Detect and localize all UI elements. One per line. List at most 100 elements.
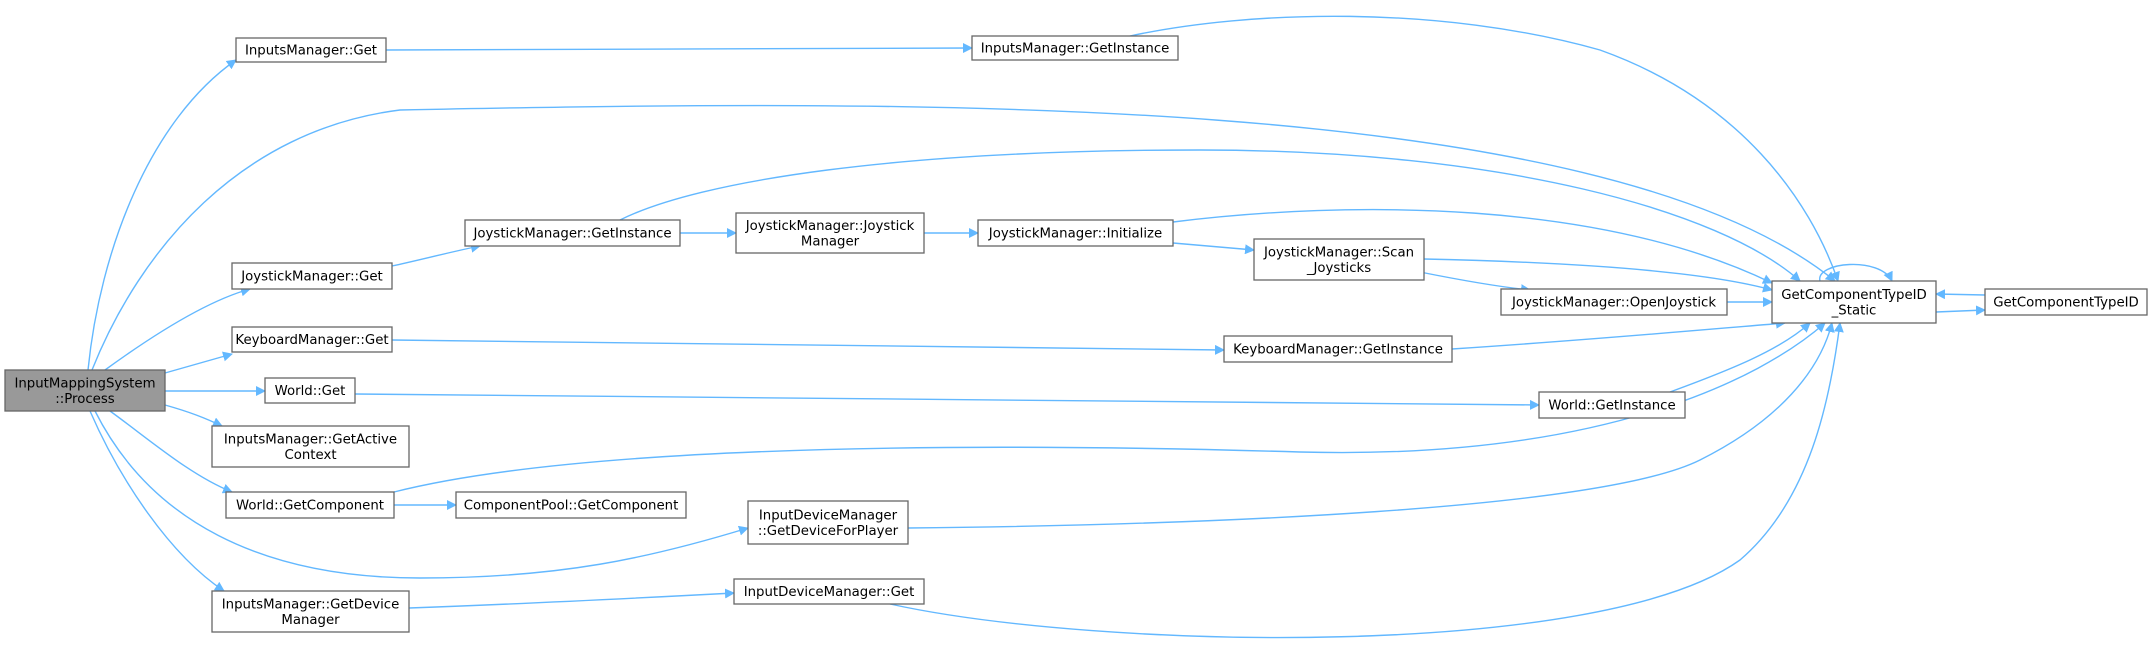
node-label: JoystickManager::Initialize (988, 227, 1162, 242)
node-label: ::Process (55, 392, 114, 407)
edge-jm_init-to-gct_static (1172, 208, 1773, 284)
node-label: JoystickManager::GetInstance (472, 227, 671, 242)
edge-world_get-to-world_getinst (354, 393, 1540, 410)
edge-jm_scan-to-gct_static (1423, 258, 1773, 293)
node-box (211, 590, 410, 633)
edge-jm_init-to-jm_scan (1172, 242, 1255, 255)
node-im_get[interactable]: InputsManager::Get (235, 37, 387, 63)
node-jm_init[interactable]: JoystickManager::Initialize (977, 219, 1174, 247)
edge-im_get-to-im_getinst (385, 43, 973, 54)
edge-root-to-im_get (87, 59, 237, 371)
node-label: InputMappingSystem (14, 376, 155, 391)
node-world_getcomp[interactable]: World::GetComponent (225, 491, 395, 519)
edge-root-to-idm_getdev (94, 410, 749, 579)
node-km_getinst[interactable]: KeyboardManager::GetInstance (1223, 335, 1453, 363)
edge-km_getinst-to-gct_static (1451, 318, 1786, 350)
edge-world_getcomp-to-gct_static (393, 322, 1826, 493)
node-label: World::GetComponent (236, 499, 384, 514)
edge-jm_getinst-to-gct_static (619, 149, 1801, 282)
node-box (735, 212, 925, 254)
node-label: JoystickManager::Get (240, 270, 382, 285)
edge-idm_getdev-to-gct_static (907, 322, 1835, 529)
node-label: ::GetDeviceForPlayer (758, 524, 899, 539)
edge-root-to-gct_static (91, 104, 1836, 371)
node-box (4, 369, 166, 412)
node-label: World::Get (275, 384, 346, 399)
node-box (971, 35, 1179, 61)
edge-km_get-to-km_getinst (391, 339, 1225, 355)
node-box (455, 491, 687, 519)
node-world_get[interactable]: World::Get (264, 377, 356, 404)
node-box (1538, 391, 1686, 419)
node-label: JoystickManager::Scan (1263, 245, 1414, 260)
node-gct[interactable]: GetComponentTypeID (1984, 288, 2148, 316)
node-jm_ctor[interactable]: JoystickManager::JoystickManager (735, 212, 925, 254)
edge-layer (87, 15, 1986, 639)
node-label: ComponentPool::GetComponent (464, 499, 679, 514)
node-label: InputsManager::GetDevice (222, 597, 400, 612)
node-box (464, 219, 681, 247)
node-label: JoystickManager::Joystick (745, 219, 915, 234)
node-label: KeyboardManager::GetInstance (1233, 343, 1443, 358)
edge-root-to-im_getctx (164, 404, 223, 427)
node-box (1771, 280, 1937, 324)
node-im_getinst[interactable]: InputsManager::GetInstance (971, 35, 1179, 61)
node-label: KeyboardManager::Get (235, 333, 388, 348)
node-idm_getdev[interactable]: InputDeviceManager::GetDeviceForPlayer (747, 500, 909, 545)
node-world_getinst[interactable]: World::GetInstance (1538, 391, 1686, 419)
edge-world_getinst-to-gct_static (1669, 322, 1811, 393)
edge-jm_get-to-jm_getinst (391, 242, 481, 267)
node-box (231, 326, 393, 353)
node-jm_scan[interactable]: JoystickManager::Scan_Joysticks (1253, 238, 1425, 281)
node-label: InputsManager::Get (245, 44, 377, 59)
node-jm_getinst[interactable]: JoystickManager::GetInstance (464, 219, 681, 247)
edge-root-to-world_getcomp (109, 410, 233, 494)
node-label: GetComponentTypeID (1781, 288, 1927, 303)
node-label: _Static (1831, 303, 1877, 318)
node-box (211, 425, 410, 468)
node-root[interactable]: InputMappingSystem::Process (4, 369, 166, 412)
edge-idm_get-to-gct_static (889, 322, 1844, 639)
node-box (264, 377, 356, 404)
node-box (1253, 238, 1425, 281)
node-box (1984, 288, 2148, 316)
node-label: Manager (801, 234, 860, 249)
node-box (977, 219, 1174, 247)
edge-root-to-jm_get (104, 286, 251, 371)
node-label: InputDeviceManager::Get (744, 585, 915, 600)
edge-gct_static-to-gct_static (1819, 263, 1893, 282)
node-box (1223, 335, 1453, 363)
node-box (231, 262, 393, 290)
node-idm_get[interactable]: InputDeviceManager::Get (733, 578, 925, 605)
node-box (747, 500, 909, 545)
node-label: InputsManager::GetInstance (981, 42, 1170, 57)
node-label: InputsManager::GetActive (224, 432, 397, 447)
edge-gct_static-to-gct (1935, 305, 1986, 316)
node-jm_get[interactable]: JoystickManager::Get (231, 262, 393, 290)
node-box (225, 491, 395, 519)
node-box (733, 578, 925, 605)
edge-jm_scan-to-jm_open (1419, 271, 1531, 295)
node-cp_getcomp[interactable]: ComponentPool::GetComponent (455, 491, 687, 519)
node-label: _Joysticks (1306, 261, 1371, 276)
edge-gct-to-gct_static (1935, 289, 1986, 300)
edge-root-to-im_getdevmgr (89, 410, 225, 592)
node-label: World::GetInstance (1548, 399, 1675, 414)
edge-im_getinst-to-gct_static (1129, 15, 1840, 282)
node-km_get[interactable]: KeyboardManager::Get (231, 326, 393, 353)
node-label: GetComponentTypeID (1993, 296, 2139, 311)
edge-root-to-km_get (164, 351, 233, 374)
node-layer: InputMappingSystem::ProcessInputsManager… (4, 35, 2148, 633)
node-label: JoystickManager::OpenJoystick (1511, 296, 1716, 311)
node-gct_static[interactable]: GetComponentTypeID_Static (1771, 280, 1937, 324)
node-box (1500, 288, 1728, 316)
node-label: Context (284, 448, 336, 463)
node-label: Manager (281, 613, 340, 628)
node-label: InputDeviceManager (759, 508, 898, 523)
node-box (235, 37, 387, 63)
edge-im_getdevmgr-to-idm_get (408, 588, 735, 609)
node-jm_open[interactable]: JoystickManager::OpenJoystick (1500, 288, 1728, 316)
